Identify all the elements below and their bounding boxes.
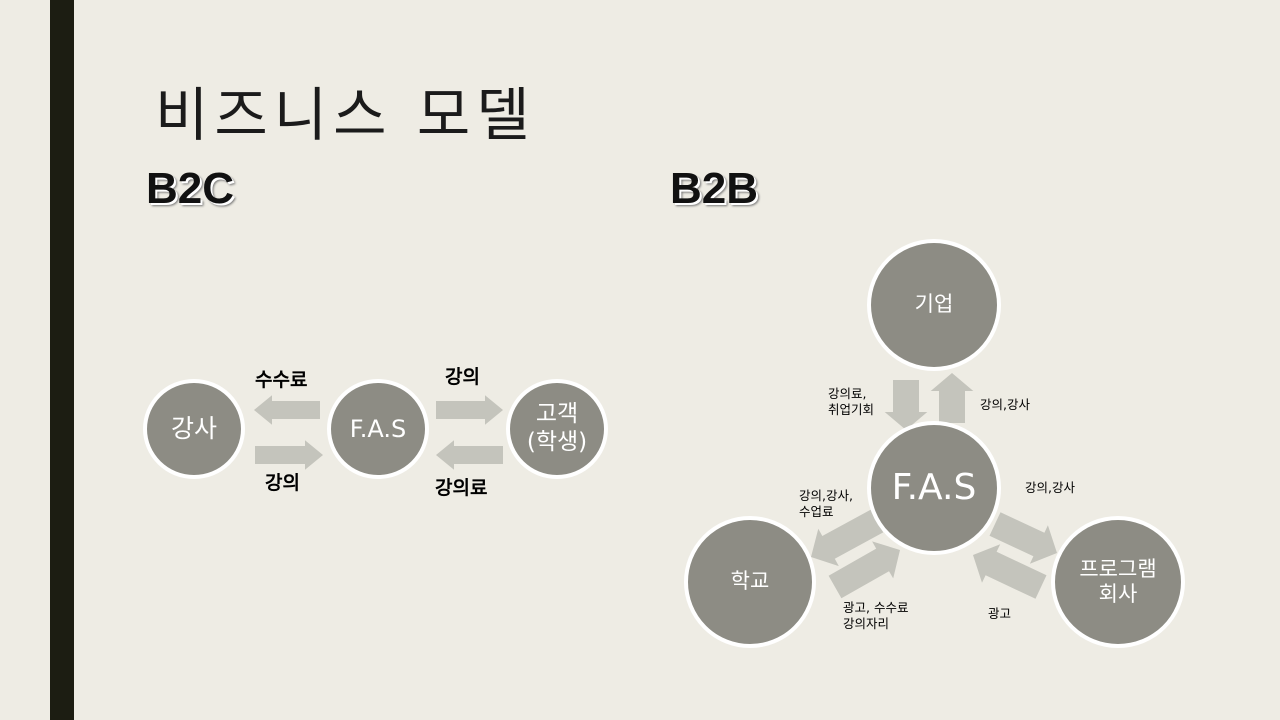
b2b-label-fas-to-program: 강의,강사 bbox=[1025, 480, 1075, 495]
b2c-arrow-fee bbox=[254, 395, 320, 425]
b2b-heading: B2B bbox=[670, 164, 759, 213]
b2c-label-lecture-right: 강의 bbox=[445, 366, 480, 388]
b2c-node-customer: 고객 (학생) bbox=[506, 379, 608, 479]
b2b-label-school-to-fas: 광고, 수수료 강의자리 bbox=[843, 600, 909, 631]
b2b-label-program-to-fas: 광고 bbox=[988, 606, 1012, 621]
b2c-node-fas: F.A.S bbox=[327, 379, 429, 479]
b2b-arrow-fas-to-school bbox=[811, 509, 884, 567]
b2b-arrow-fas-to-company bbox=[930, 373, 974, 423]
b2b-arrow-school-to-fas bbox=[828, 541, 900, 599]
b2b-arrow-program-to-fas bbox=[973, 544, 1047, 599]
b2c-label-tuition: 강의료 bbox=[435, 477, 488, 499]
b2b-arrow-company-to-fas bbox=[884, 380, 928, 430]
accent-bar bbox=[50, 0, 74, 720]
b2b-arrow-fas-to-program bbox=[989, 512, 1057, 564]
b2c-label-lecture-left: 강의 bbox=[265, 472, 300, 494]
b2c-label-fee: 수수료 bbox=[255, 369, 308, 391]
b2b-label-fas-to-school: 강의,강사, 수업료 bbox=[799, 488, 853, 519]
b2b-node-fas: F.A.S bbox=[867, 421, 1001, 555]
b2c-arrow-tuition bbox=[436, 440, 503, 470]
b2b-label-company-to-fas: 강의료, 취업기회 bbox=[828, 386, 875, 417]
b2b-node-program-company: 프로그램 회사 bbox=[1051, 516, 1185, 648]
slide-title: 비즈니스 모델 bbox=[155, 81, 536, 149]
b2b-node-company: 기업 bbox=[867, 239, 1001, 371]
b2c-node-instructor: 강사 bbox=[143, 379, 245, 479]
b2b-label-fas-to-company: 강의,강사 bbox=[980, 397, 1030, 412]
b2b-node-school: 학교 bbox=[684, 516, 816, 648]
b2c-arrow-lecture-left bbox=[255, 440, 323, 470]
b2c-heading: B2C bbox=[146, 164, 235, 213]
b2c-arrow-lecture-right bbox=[436, 395, 503, 425]
